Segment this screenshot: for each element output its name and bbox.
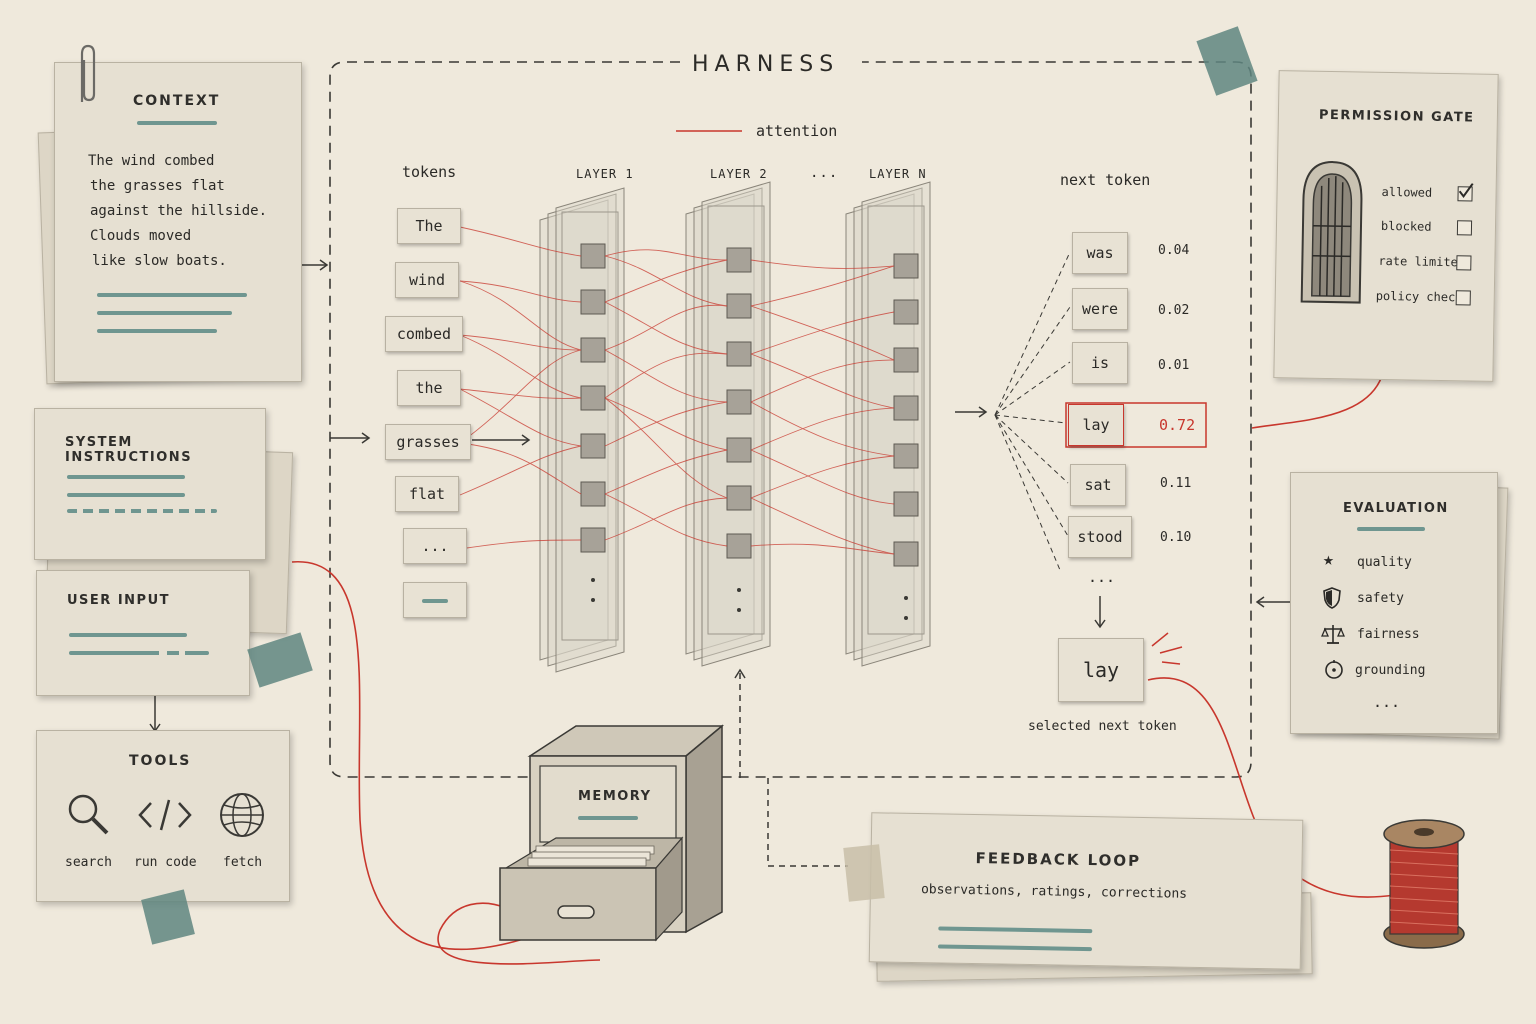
feedback-title: FEEDBACK LOOP (975, 849, 1142, 870)
context-title: CONTEXT (133, 93, 221, 109)
candidate-were: were (1072, 288, 1128, 330)
feedback-subtitle: observations, ratings, corrections (920, 882, 1188, 902)
token-wind: wind (395, 262, 459, 298)
token-the-2: the (397, 370, 461, 406)
token-blank (403, 582, 467, 618)
permission-gate-title: PERMISSION GATE (1318, 107, 1475, 126)
tools-card: TOOLS search run code fetch (36, 730, 290, 902)
prob-is: 0.01 (1158, 358, 1190, 373)
layer-label-2: LAYER 2 (710, 167, 768, 181)
permission-gate-card: PERMISSION GATE allowed blocked rate lim… (1273, 70, 1499, 382)
context-line-5: like slow boats. (92, 253, 227, 269)
selected-candidate-box (1065, 402, 1207, 448)
context-line-3: against the hillside. (90, 203, 268, 219)
code-icon (138, 799, 192, 831)
system-instructions-card: SYSTEM INSTRUCTIONS (34, 408, 266, 560)
memory-bar (578, 816, 638, 820)
prob-was: 0.04 (1158, 243, 1190, 258)
permission-label-policy-check: policy check (1375, 288, 1463, 305)
permission-label-allowed: allowed (1381, 184, 1433, 200)
evaluation-card: EVALUATION ★ quality safety fairness gro… (1290, 472, 1498, 734)
star-icon: ★ (1323, 549, 1334, 570)
candidate-was: was (1072, 232, 1128, 274)
candidate-is: is (1072, 342, 1128, 384)
permission-label-blocked: blocked (1380, 218, 1432, 234)
prob-were: 0.02 (1158, 303, 1190, 318)
tokens-title: tokens (402, 163, 457, 181)
user-input-title: USER INPUT (67, 593, 171, 608)
scales-icon (1321, 625, 1345, 644)
paperclip-icon (80, 44, 96, 102)
token-grasses: grasses (385, 424, 471, 460)
thread-spool-icon (1383, 819, 1465, 949)
next-token-title: next token (1060, 171, 1151, 189)
evaluation-title: EVALUATION (1343, 501, 1449, 516)
prob-stood: 0.10 (1160, 530, 1192, 545)
tools-title: TOOLS (129, 753, 192, 769)
token-ellipsis: ... (403, 528, 467, 564)
permission-checkbox-allowed[interactable] (1457, 183, 1474, 202)
tool-label-run-code: run code (134, 855, 197, 870)
permission-checkbox-policy-check[interactable] (1455, 290, 1471, 306)
magnifier-icon (68, 794, 109, 835)
candidate-lay: lay (1068, 404, 1124, 446)
tool-label-search: search (65, 855, 112, 870)
attention-legend-label: attention (756, 122, 838, 140)
prob-sat: 0.11 (1160, 476, 1192, 491)
context-line-4: Clouds moved (90, 228, 192, 244)
filing-cabinet-icon (499, 724, 725, 942)
selected-token-caption: selected next token (1028, 719, 1177, 734)
selected-token: lay (1058, 638, 1144, 702)
feedback-card: FEEDBACK LOOP observations, ratings, cor… (868, 812, 1304, 970)
evaluation-ellipsis: ... (1373, 693, 1401, 711)
context-line-1: The wind combed (88, 153, 215, 169)
evaluation-label-safety: safety (1357, 591, 1404, 606)
permission-label-rate-limited: rate limited (1378, 253, 1466, 270)
gate-icon (1300, 161, 1363, 304)
layer-label-1: LAYER 1 (576, 167, 634, 181)
evaluation-label-quality: quality (1357, 555, 1412, 570)
evaluation-label-fairness: fairness (1357, 627, 1420, 642)
layer-label-n: LAYER N (869, 167, 927, 181)
context-card: CONTEXT The wind combed the grasses flat… (54, 62, 302, 382)
candidate-sat: sat (1070, 464, 1126, 506)
memory-title: MEMORY (578, 789, 652, 804)
globe-icon (220, 793, 264, 837)
token-flat: flat (395, 476, 459, 512)
user-input-card: USER INPUT (36, 570, 250, 696)
harness-title: HARNESS (692, 52, 840, 77)
shield-icon (1323, 587, 1341, 609)
permission-checkbox-rate-limited[interactable] (1456, 255, 1472, 271)
target-icon (1325, 660, 1343, 679)
candidates-ellipsis: ... (1088, 568, 1116, 586)
token-the: The (397, 208, 461, 244)
layer-label-ellipsis: ... (810, 165, 839, 181)
context-line-2: the grasses flat (90, 178, 225, 194)
evaluation-label-grounding: grounding (1355, 663, 1426, 678)
permission-checkbox-blocked[interactable] (1456, 220, 1473, 236)
prob-lay: 0.72 (1159, 416, 1196, 434)
token-combed: combed (385, 316, 463, 352)
system-instructions-title: SYSTEM INSTRUCTIONS (65, 435, 193, 465)
tool-label-fetch: fetch (223, 855, 263, 870)
candidate-stood: stood (1068, 516, 1132, 558)
tape-feedback (843, 844, 885, 902)
